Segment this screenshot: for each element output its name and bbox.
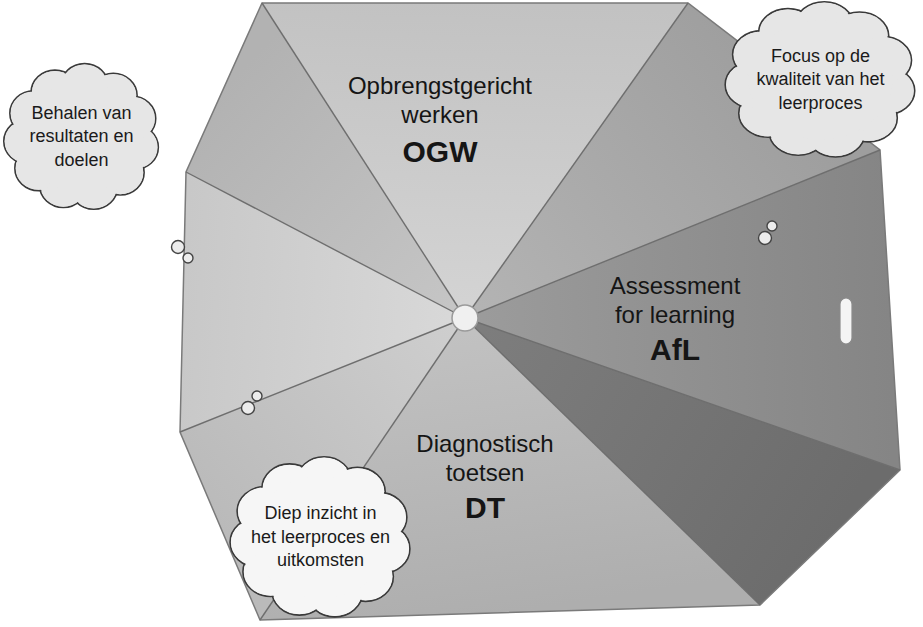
thought-trail	[172, 221, 778, 415]
cloud-content: Behalen van resultaten en doelen	[2, 62, 161, 212]
cloud-text: Behalen van resultaten en doelen	[21, 102, 143, 172]
thought-bubble	[172, 241, 185, 254]
cloud-text-group: Behalen van resultaten en doelen	[21, 102, 143, 172]
thought-cloud: Behalen van resultaten en doelen	[2, 62, 161, 212]
concept-label: Diagnostisch toetsen	[395, 430, 575, 488]
umbrella-rib	[186, 172, 465, 318]
thought-bubble	[242, 402, 255, 415]
thought-cloud: Diep inzicht in het leerproces en uitkom…	[228, 455, 413, 620]
umbrella-outline	[180, 3, 900, 620]
thought-bubble	[252, 391, 262, 401]
cloud-content: Diep inzicht in het leerproces en uitkom…	[228, 455, 413, 620]
abbreviation-label: DT	[435, 490, 535, 526]
thought-bubble	[767, 221, 777, 231]
cloud-text: Diep inzicht in het leerproces en uitkom…	[251, 502, 391, 572]
umbrella-hub	[452, 305, 478, 331]
thought-bubble	[183, 253, 193, 263]
concept-label: Assessment for learning	[600, 272, 750, 330]
umbrella-handle	[840, 298, 852, 344]
cloud-text-group: Focus op de kwaliteit van het leerproces	[746, 45, 896, 115]
umbrella-rib	[465, 3, 688, 318]
umbrella-rib	[180, 318, 465, 432]
cloud-content: Focus op de kwaliteit van het leerproces	[723, 0, 918, 160]
cloud-text: Focus op de kwaliteit van het leerproces	[746, 45, 896, 115]
abbreviation-label: OGW	[380, 134, 500, 170]
umbrella-canopy	[180, 3, 900, 620]
thought-cloud: Focus op de kwaliteit van het leerproces	[723, 0, 918, 160]
thought-bubble	[759, 232, 772, 245]
abbreviation-label: AfL	[625, 332, 725, 368]
concept-label: Opbrengstgericht werken	[333, 72, 548, 130]
cloud-text-group: Diep inzicht in het leerproces en uitkom…	[251, 502, 391, 572]
